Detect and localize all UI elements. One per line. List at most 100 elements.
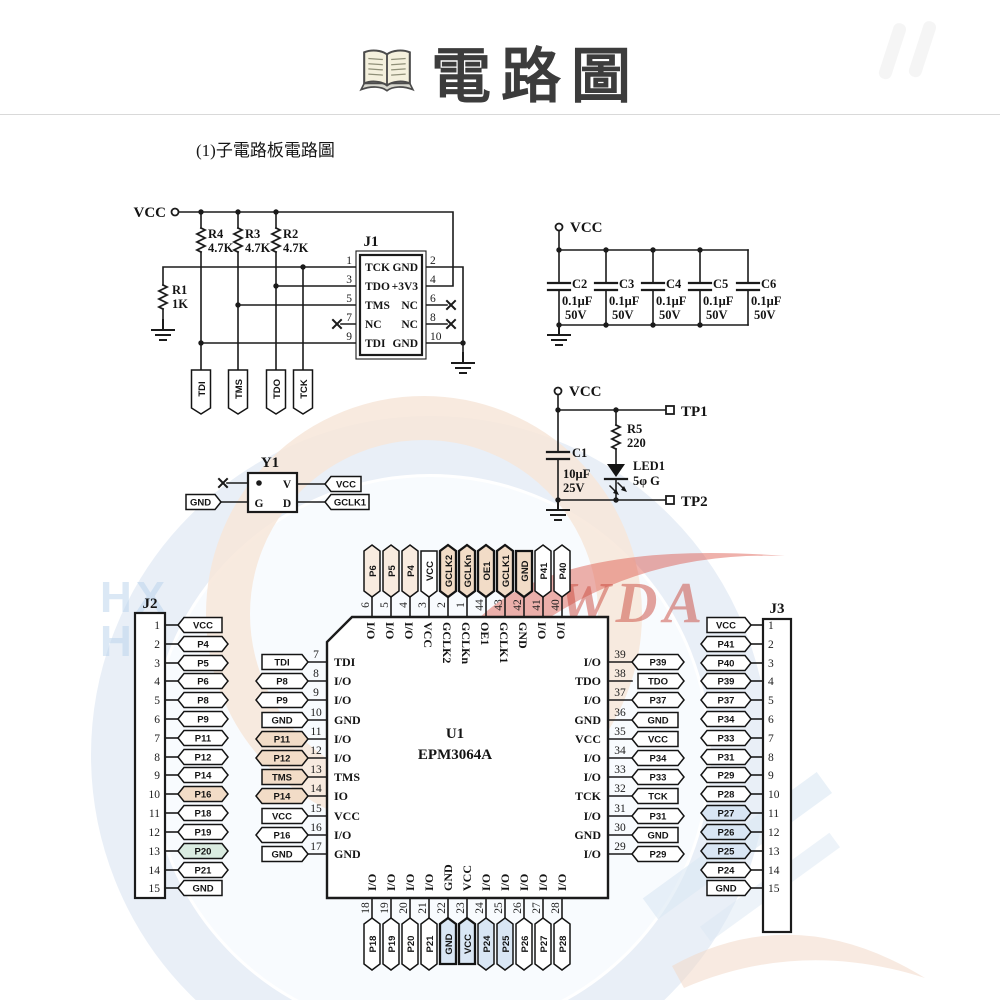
- testpoint-TP2: [665, 495, 675, 505]
- text-label: I/O: [517, 874, 531, 891]
- pin-39: 39I/O P39: [584, 649, 685, 671]
- text-label: 8: [154, 752, 160, 764]
- text-label: R5: [627, 422, 642, 436]
- text-label: TDI: [334, 655, 356, 669]
- text-label: 32: [614, 783, 626, 795]
- flag-P39: P39: [631, 653, 685, 671]
- text-label: 1: [455, 602, 467, 608]
- text-label: 41: [531, 599, 543, 611]
- flag-P4: P4: [177, 635, 229, 653]
- text-label: TDO: [272, 379, 283, 399]
- ic-U1: U1EPM3064A6I/OP65I/OP54I/OP43VCCVCC2GCLK…: [255, 543, 685, 971]
- text-label: 27: [531, 902, 543, 914]
- resistor-R3: R34.7K: [231, 209, 271, 308]
- text-label: P26: [718, 828, 735, 839]
- flag-P5: P5: [382, 544, 400, 598]
- flag-VCC: VCC: [706, 616, 752, 634]
- text-label: P33: [718, 734, 735, 745]
- text-label: 12: [310, 745, 322, 757]
- flag-GND: GND: [185, 493, 222, 511]
- flag-GND: GND: [261, 711, 309, 729]
- flag-P19: P19: [382, 917, 400, 971]
- text-label: 3: [346, 274, 352, 286]
- text-label: 39: [614, 649, 626, 661]
- text-label: 6: [154, 714, 160, 726]
- flag-VCC: VCC: [177, 616, 223, 634]
- text-label: P16: [274, 831, 291, 842]
- text-label: R2: [283, 227, 298, 241]
- text-label: C1: [572, 446, 587, 460]
- text-label: GND: [271, 850, 292, 861]
- flag-P6: P6: [363, 544, 381, 598]
- text-label: 2: [154, 639, 160, 651]
- text-label: P37: [718, 696, 735, 707]
- text-label: VCC: [716, 621, 736, 632]
- text-label: U1: [446, 726, 464, 742]
- text-label: 8: [430, 312, 436, 324]
- text-label: I/O: [365, 874, 379, 891]
- text-label: 50V: [659, 308, 681, 322]
- text-label: VCC: [648, 735, 668, 746]
- text-label: P34: [650, 754, 668, 765]
- pin-4: 4I/OP4: [398, 544, 419, 639]
- text-label: P6: [368, 565, 379, 577]
- text-label: GND: [520, 560, 531, 581]
- text-label: P4: [197, 640, 209, 651]
- text-label: 5: [154, 695, 160, 707]
- watermark-glyph-2: H: [100, 617, 136, 666]
- text-label: 10μF: [563, 467, 591, 481]
- flag-P4: P4: [401, 544, 419, 598]
- text-label: I/O: [584, 655, 601, 669]
- text-label: GCLK2: [444, 555, 455, 587]
- text-label: P29: [650, 850, 667, 861]
- junction-dot: [697, 322, 703, 328]
- text-label: VCC: [463, 934, 474, 954]
- flag-P29: P29: [700, 766, 752, 784]
- ground-symbol: [151, 319, 175, 341]
- text-label: TDO: [575, 674, 601, 688]
- flag-P37: P37: [700, 691, 752, 709]
- header-divider: [0, 114, 1000, 115]
- text-label: 7: [768, 733, 774, 745]
- text-label: NC: [401, 319, 418, 331]
- text-label: 37: [614, 687, 626, 699]
- text-label: 7: [346, 312, 352, 324]
- text-label: 13: [768, 846, 780, 858]
- text-label: 10: [310, 707, 322, 719]
- text-label: P8: [276, 677, 288, 688]
- flag-P14: P14: [255, 787, 309, 805]
- text-label: IO: [334, 789, 348, 803]
- text-label: GND: [574, 713, 601, 727]
- text-label: P18: [368, 936, 379, 953]
- flag-P11: P11: [255, 730, 309, 748]
- text-label: P8: [197, 696, 209, 707]
- flag-VCC: VCC: [457, 916, 477, 966]
- text-label: TCK: [575, 789, 602, 803]
- flag-P25: P25: [496, 917, 514, 971]
- text-label: I/O: [554, 622, 568, 639]
- text-label: EPM3064A: [418, 747, 492, 763]
- flag-TCK: TCK: [292, 369, 314, 415]
- text-label: 1K: [172, 297, 188, 311]
